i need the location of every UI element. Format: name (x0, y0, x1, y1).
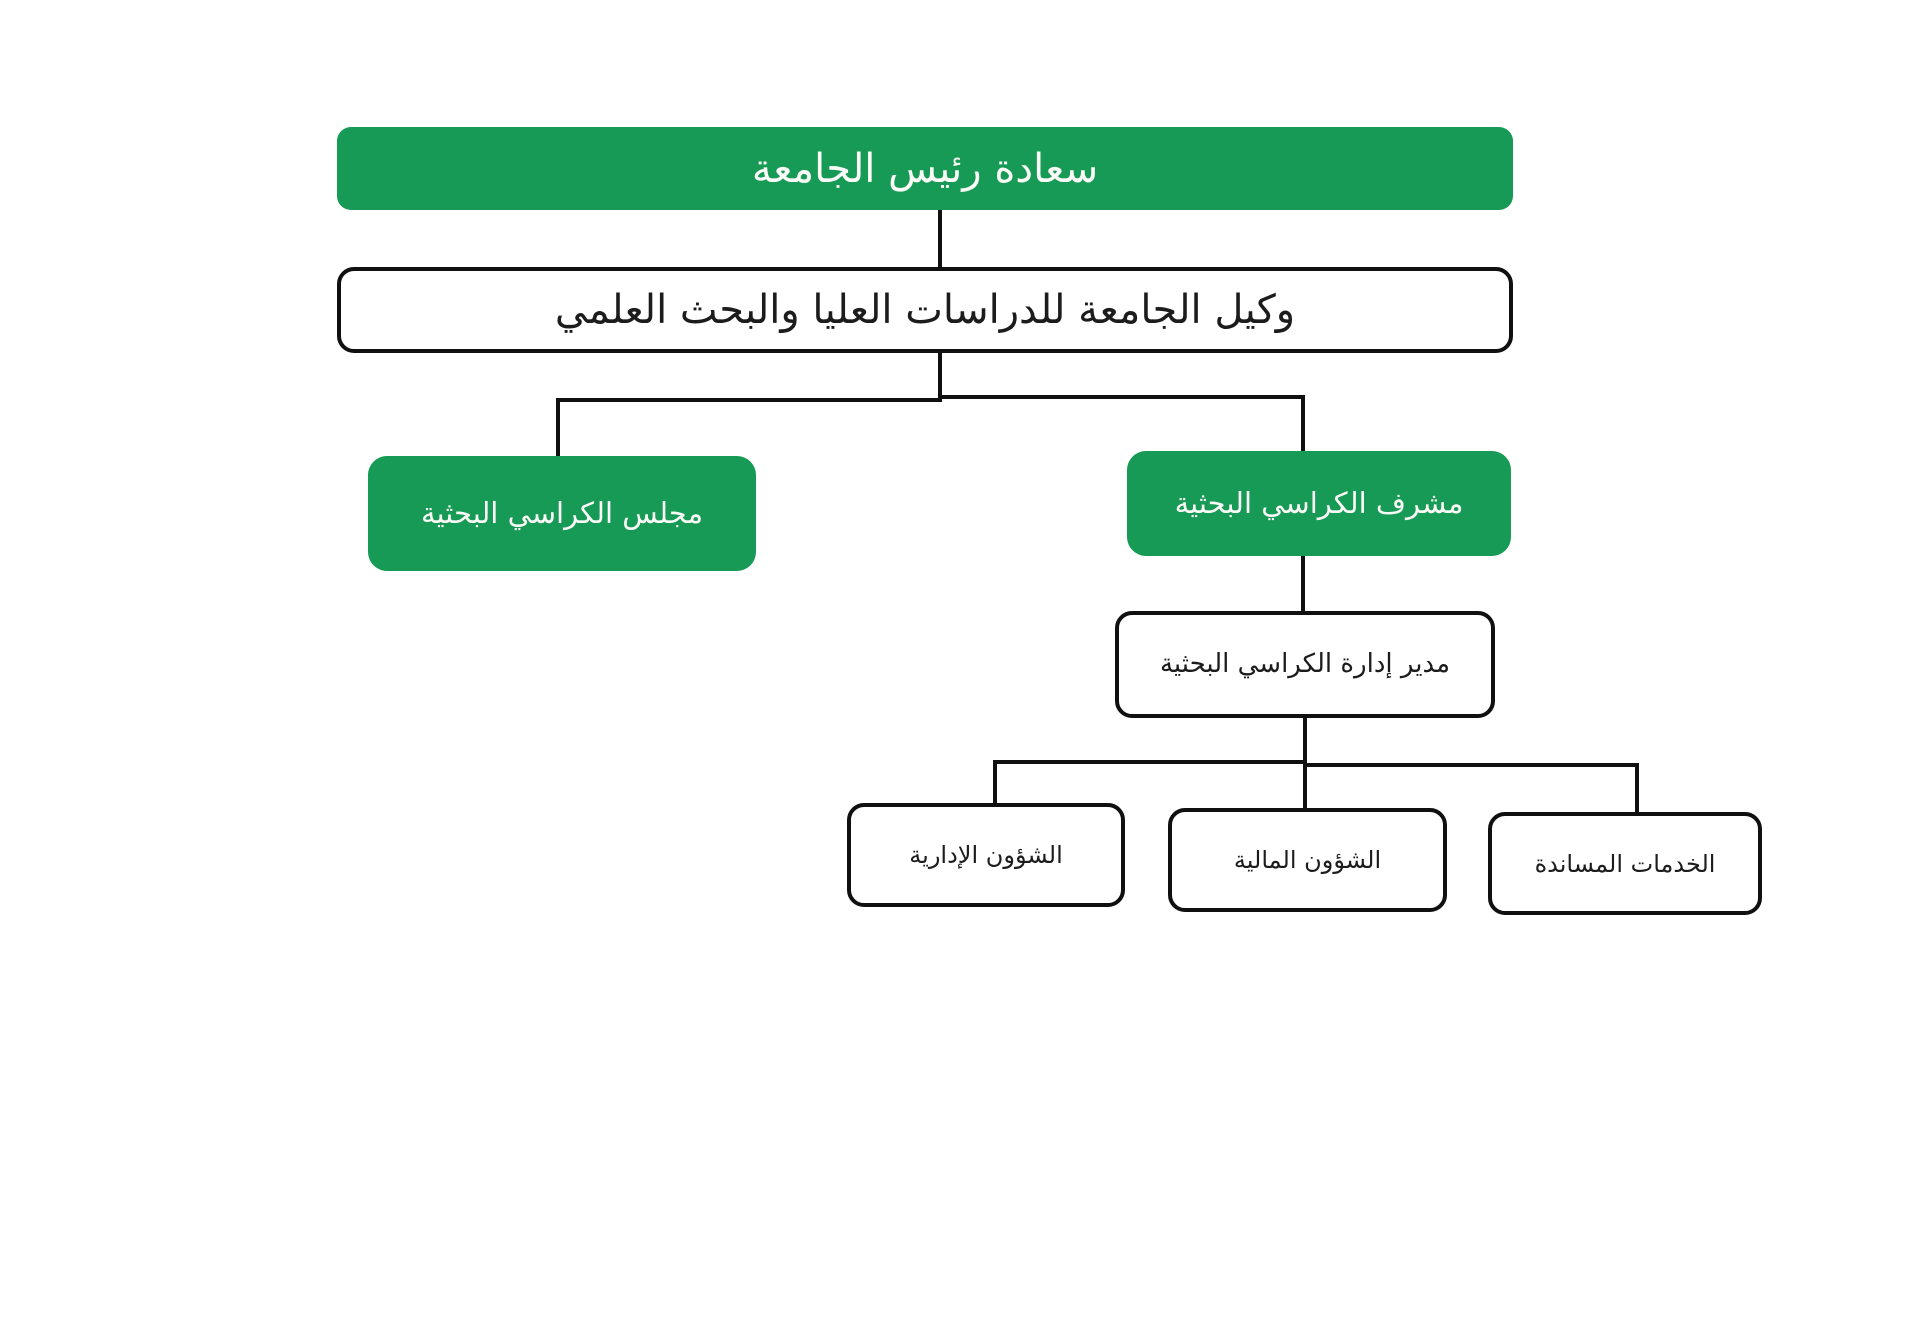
connector-drop-financial-affairs (1303, 763, 1307, 812)
node-support-services: الخدمات المساندة (1488, 812, 1762, 915)
node-university-president: سعادة رئيس الجامعة (337, 127, 1513, 210)
connector-supervisor-director (1301, 554, 1305, 613)
connector-president-vice (938, 208, 942, 269)
node-research-chairs-director: مدير إدارة الكراسي البحثية (1115, 611, 1495, 718)
connector-rail2-right (1303, 763, 1639, 767)
connector-rail1-right (938, 395, 1305, 399)
node-research-chairs-supervisor: مشرف الكراسي البحثية (1127, 451, 1511, 556)
connector-drop-supervisor (1301, 395, 1305, 455)
connector-rail1-left (556, 398, 942, 402)
connector-rail2-left (993, 760, 1307, 764)
connector-vice-stem (938, 350, 942, 400)
connector-drop-support-services (1635, 763, 1639, 816)
connector-drop-admin-affairs (993, 760, 997, 807)
node-financial-affairs: الشؤون المالية (1168, 808, 1447, 912)
connector-director-stem (1303, 716, 1307, 764)
node-administrative-affairs: الشؤون الإدارية (847, 803, 1125, 907)
node-vice-president-graduate-studies: وكيل الجامعة للدراسات العليا والبحث العل… (337, 267, 1513, 353)
connector-drop-council (556, 398, 560, 460)
node-research-chairs-council: مجلس الكراسي البحثية (368, 456, 756, 571)
